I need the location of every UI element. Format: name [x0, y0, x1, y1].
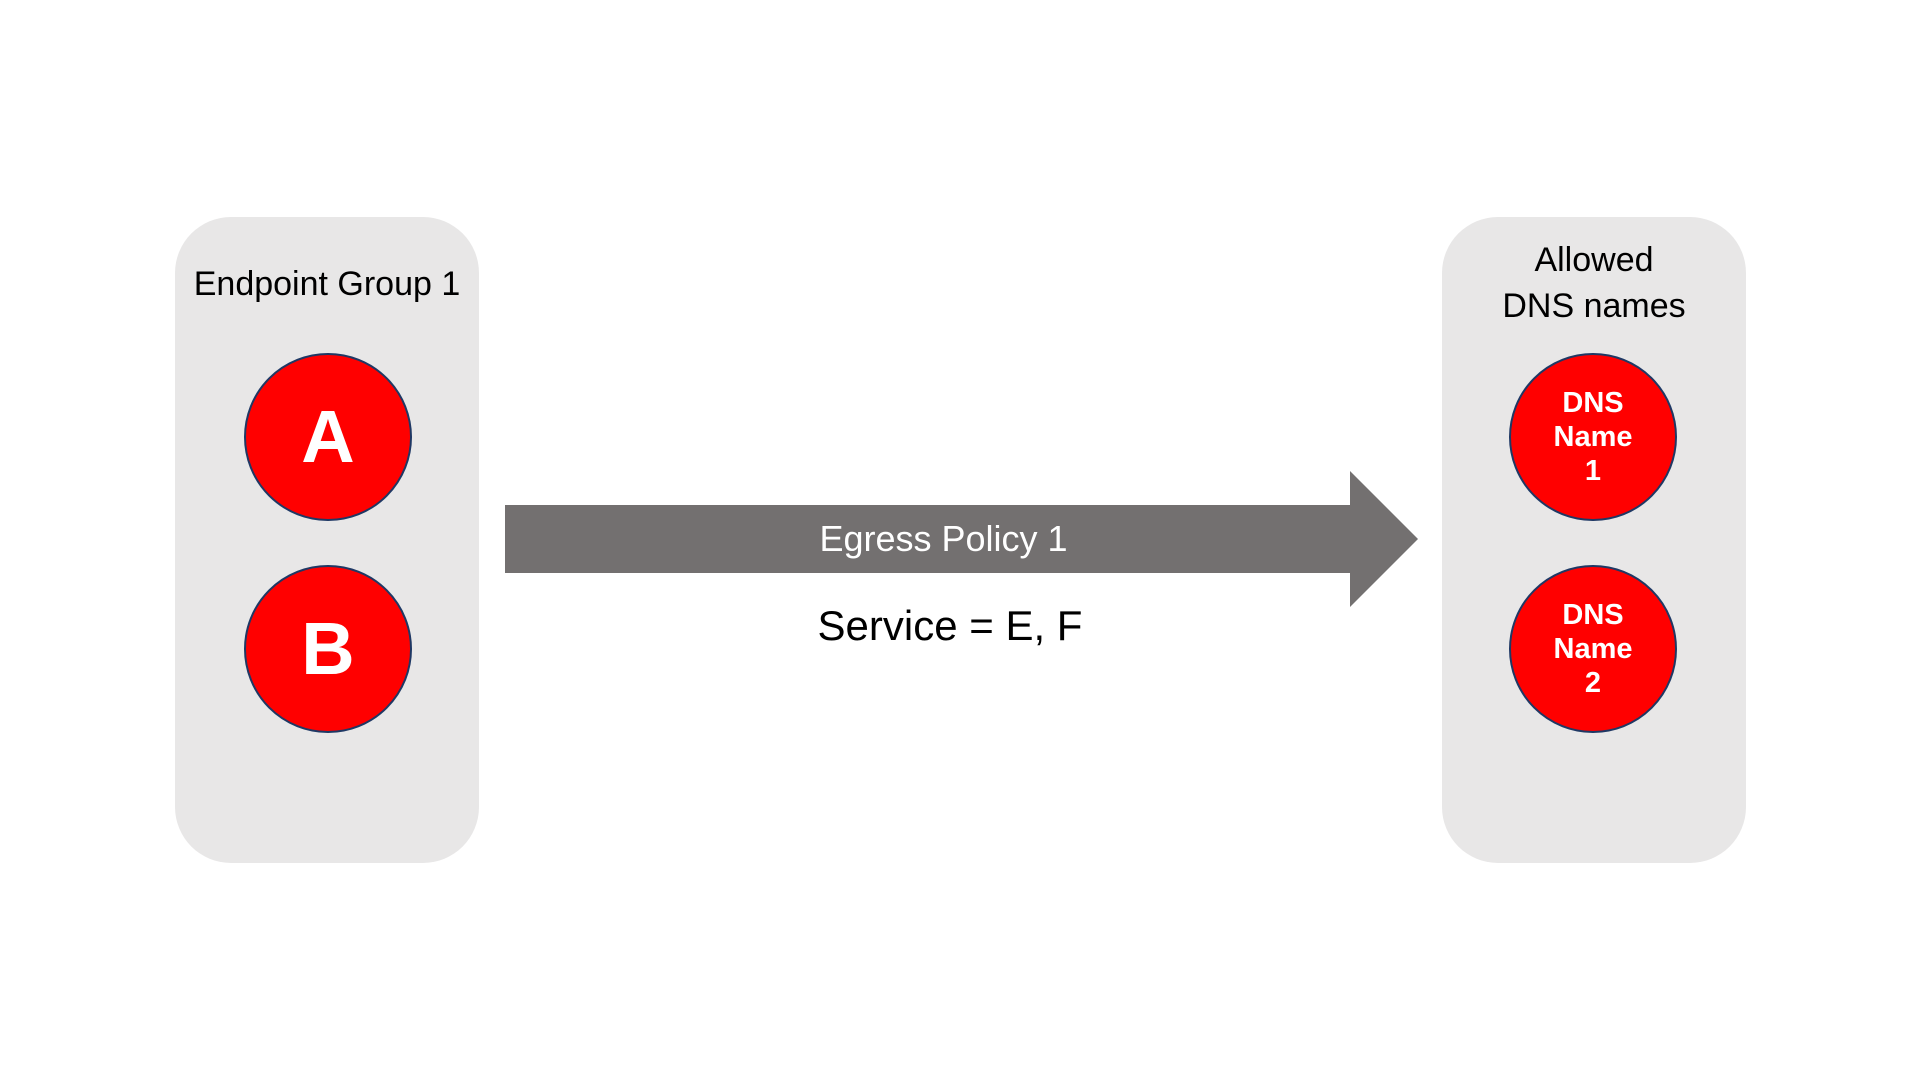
allowed-dns-title-line2: DNS names [1502, 287, 1686, 325]
dns2-line2: Name [1553, 633, 1633, 665]
node-dns-name-2-label: DNS Name 2 [1554, 598, 1633, 700]
dns1-line3: 1 [1584, 455, 1602, 487]
node-endpoint-b-label: B [301, 607, 355, 690]
node-dns-name-2: DNS Name 2 [1509, 565, 1677, 733]
dns2-line1: DNS [1562, 599, 1624, 631]
dns2-line3: 2 [1584, 667, 1602, 699]
node-endpoint-a: A [244, 353, 412, 521]
node-dns-name-1: DNS Name 1 [1509, 353, 1677, 521]
endpoint-group-panel: Endpoint Group 1 A B [175, 217, 479, 863]
dns1-line1: DNS [1562, 387, 1624, 419]
service-annotation: Service = E, F [817, 602, 1083, 649]
node-endpoint-b: B [244, 565, 412, 733]
node-dns-name-1-label: DNS Name 1 [1554, 386, 1633, 488]
endpoint-group-title: Endpoint Group 1 [193, 265, 461, 303]
allowed-dns-panel: Allowed DNS names DNS Name 1 DNS Name 2 [1442, 217, 1746, 863]
allowed-dns-title-line1: Allowed [1534, 241, 1654, 279]
egress-policy-arrow-label: Egress Policy 1 [819, 518, 1068, 559]
egress-policy-arrow: Egress Policy 1 [505, 505, 1350, 573]
allowed-dns-title: Allowed DNS names [1442, 237, 1746, 329]
node-endpoint-a-label: A [301, 395, 355, 478]
dns1-line2: Name [1553, 421, 1633, 453]
egress-policy-arrow-head [1350, 471, 1418, 607]
